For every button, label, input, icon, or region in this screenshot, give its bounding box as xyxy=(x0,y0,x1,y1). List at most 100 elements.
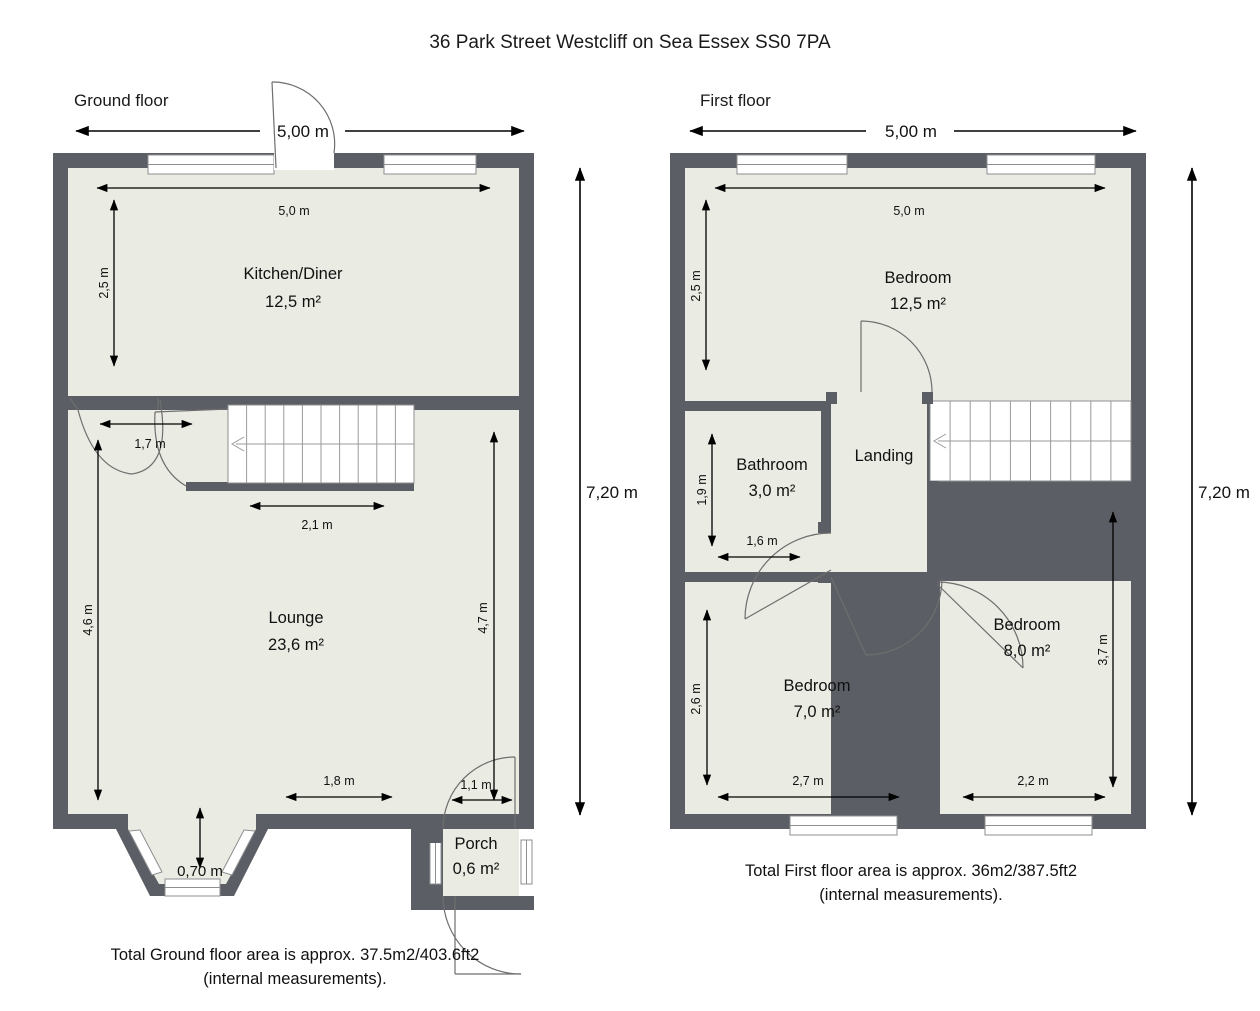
kitchen-width-value: 5,0 m xyxy=(278,204,309,218)
ground-floor-label: Ground floor xyxy=(74,91,169,110)
bedroom2-depth-value: 2,6 m xyxy=(689,683,703,714)
hall-width-value: 1,7 m xyxy=(134,437,165,451)
ground-floor-caption: Total Ground floor area is approx. 37.5m… xyxy=(111,946,480,988)
ground-floor-plan: Ground floor 5,00 m xyxy=(53,81,638,988)
landing-bottom-wall xyxy=(831,572,937,582)
bay-depth-value: 0,70 m xyxy=(177,863,223,880)
porch-door-arc-inner xyxy=(442,756,516,830)
room-label-bathroom: Bathroom xyxy=(736,456,808,474)
porch-width-value: 1,1 m xyxy=(460,778,491,792)
first-overall-width-dimension: 5,00 m xyxy=(689,122,1137,141)
door-bedroom1-arc xyxy=(860,320,933,393)
room-label-porch: Porch xyxy=(454,835,497,853)
ground-porch-doors xyxy=(442,756,522,975)
bedroom3-floor xyxy=(940,581,1131,814)
bay-floor xyxy=(128,814,256,884)
first-top-windows xyxy=(736,154,1096,175)
room-label-bedroom3: Bedroom xyxy=(994,616,1061,634)
first-caption-line2: (internal measurements). xyxy=(819,886,1002,904)
lounge-rear-width-value: 1,8 m xyxy=(323,774,354,788)
front-door-arc xyxy=(271,81,336,154)
jamb-bedroom3-upper xyxy=(927,572,940,583)
lounge-left-depth-value: 4,6 m xyxy=(81,604,95,635)
ground-top-windows xyxy=(147,154,477,175)
ground-dimensions: 5,0 m 2,5 m 1,7 m 2,1 m 4,6 m 4,7 m 1,8 … xyxy=(81,167,638,880)
door-bedroom3-arc xyxy=(936,581,1024,669)
room-label-landing: Landing xyxy=(855,447,914,465)
ground-front-door xyxy=(271,81,336,170)
bathroom-depth-value: 1,9 m xyxy=(695,474,709,505)
bedroom2-width-value: 2,7 m xyxy=(792,774,823,788)
ground-bay-window xyxy=(128,829,256,897)
first-room-labels: Bedroom 12,5 m² Bathroom 3,0 m² Landing … xyxy=(736,269,1060,721)
porch-floor xyxy=(443,829,519,896)
jamb-bathroom xyxy=(818,522,831,533)
bedroom1-width-value: 5,0 m xyxy=(893,204,924,218)
first-floor-caption: Total First floor area is approx. 36m2/3… xyxy=(745,862,1077,904)
porch-door-arc-outer xyxy=(442,895,522,975)
bathroom-top-wall xyxy=(685,401,831,411)
bay-window-left xyxy=(128,829,163,876)
ground-overall-height-value: 7,20 m xyxy=(586,483,638,502)
jamb-landing-right xyxy=(927,481,938,491)
landing-top-opening xyxy=(831,392,927,406)
jamb-bedroom2-upper xyxy=(818,572,831,583)
first-overall-height-value: 7,20 m xyxy=(1198,483,1250,502)
door-bathroom-leaf xyxy=(744,569,832,620)
bathroom-right-wall-upper xyxy=(821,401,831,533)
stair-direction-arrow-icon xyxy=(231,436,245,452)
room-label-bedroom2: Bedroom xyxy=(784,677,851,695)
bathroom-width-value: 1,6 m xyxy=(746,534,777,548)
page-title: 36 Park Street Westcliff on Sea Essex SS… xyxy=(429,32,831,53)
bedroom-divider-wall xyxy=(927,572,937,814)
bay-window-right xyxy=(221,829,256,876)
first-floor-label: First floor xyxy=(700,91,771,110)
ground-overall-width-value: 5,00 m xyxy=(277,122,329,141)
jamb-bedroom1-right xyxy=(922,392,933,404)
first-stair-direction-arrow-icon xyxy=(933,433,947,449)
under-stair-line xyxy=(154,408,229,413)
stair-width-value: 2,1 m xyxy=(301,518,332,532)
landing-right-wall-lower xyxy=(927,486,937,582)
jamb-bedroom1-left xyxy=(826,392,837,404)
bedroom3-width-value: 2,2 m xyxy=(1017,774,1048,788)
landing-floor xyxy=(831,401,927,581)
first-staircase xyxy=(929,400,1132,482)
bedroom1-depth-value: 2,5 m xyxy=(689,270,703,301)
room-label-bedroom1: Bedroom xyxy=(885,269,952,287)
room-area-kitchen-diner: 12,5 m² xyxy=(265,293,321,311)
room-area-lounge: 23,6 m² xyxy=(268,636,324,654)
kitchen-floor xyxy=(68,168,519,396)
room-area-porch: 0,6 m² xyxy=(453,860,500,878)
first-door-swings xyxy=(744,320,1024,669)
room-label-kitchen-diner: Kitchen/Diner xyxy=(243,265,343,283)
first-overall-width-value: 5,00 m xyxy=(885,122,937,141)
ground-staircase xyxy=(227,404,415,484)
ground-room-labels: Kitchen/Diner 12,5 m² Lounge 23,6 m² Por… xyxy=(243,265,499,878)
front-door-opening xyxy=(274,151,334,170)
room-label-lounge: Lounge xyxy=(268,609,323,627)
lounge-right-depth-value: 4,7 m xyxy=(476,602,490,633)
ground-porch-windows xyxy=(429,839,533,885)
ground-rear-wall-step xyxy=(411,829,443,843)
first-caption-line1: Total First floor area is approx. 36m2/3… xyxy=(745,862,1077,880)
bathroom-bottom-wall xyxy=(685,572,831,582)
first-door-jambs xyxy=(818,392,940,583)
door-bedroom2-leaf xyxy=(830,576,867,656)
first-dimensions: 5,0 m 2,5 m 1,9 m 1,6 m 2,6 m 2,7 m 3,7 … xyxy=(689,167,1250,816)
first-floor-plan: First floor 5,00 m xyxy=(670,91,1250,904)
room-area-bedroom1: 12,5 m² xyxy=(890,295,946,313)
front-door-leaf xyxy=(271,81,277,169)
ground-caption-line2: (internal measurements). xyxy=(203,970,386,988)
first-bottom-windows xyxy=(789,815,1093,836)
room-area-bedroom2: 7,0 m² xyxy=(794,703,841,721)
bedroom3-depth-value: 3,7 m xyxy=(1096,634,1110,665)
ground-caption-line1: Total Ground floor area is approx. 37.5m… xyxy=(111,946,480,964)
door-bedroom3-leaf xyxy=(936,583,1024,669)
kitchen-depth-value: 2,5 m xyxy=(97,267,111,298)
door-bedroom2-arc xyxy=(865,578,943,656)
room-area-bedroom3: 8,0 m² xyxy=(1004,642,1051,660)
stair-enclosure-wall xyxy=(186,482,414,491)
